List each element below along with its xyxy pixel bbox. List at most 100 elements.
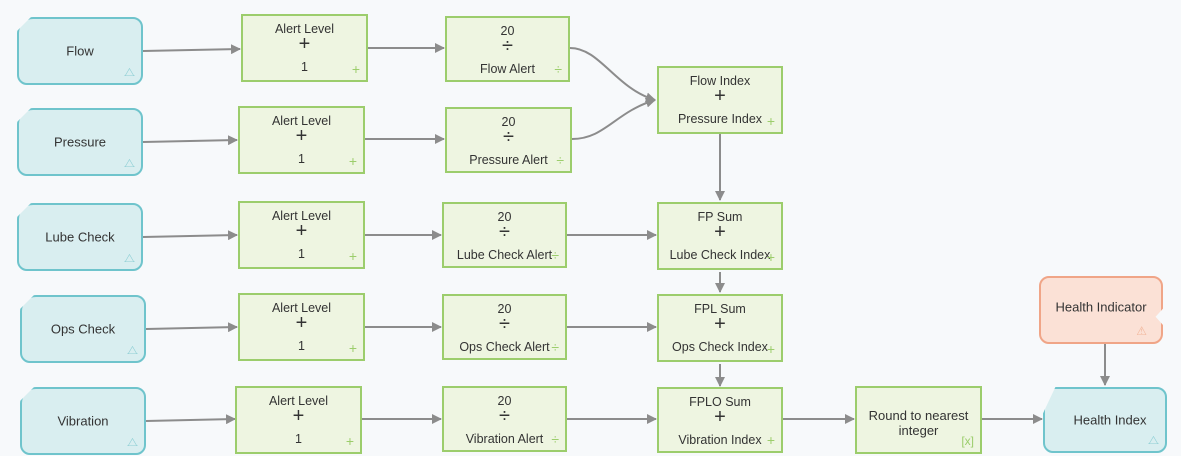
op-top-label: 20 — [501, 115, 516, 129]
divide-node[interactable]: 20 ÷ Ops Check Alert ÷ — [442, 294, 567, 360]
divide-symbol: ÷ — [499, 405, 510, 427]
input-node-ops-check[interactable]: Ops Check ⧍ — [20, 295, 146, 363]
divide-symbol: ÷ — [499, 313, 510, 335]
op-top-label: FP Sum — [697, 210, 743, 224]
op-bottom-label: Vibration Alert — [465, 432, 544, 446]
divide-symbol: ÷ — [503, 126, 514, 148]
op-top-label: 20 — [497, 210, 512, 224]
plus-symbol: + — [714, 85, 726, 107]
connector-ops-to-alert — [145, 322, 238, 333]
health-indicator-node[interactable]: Health Indicator ⚠ — [1039, 276, 1163, 344]
input-node-lube-check[interactable]: Lube Check ⧍ — [17, 203, 143, 271]
plus-icon: + — [766, 113, 775, 129]
input-node-label: Pressure — [53, 134, 107, 150]
op-top-label: Flow Index — [689, 74, 751, 88]
plus-symbol: + — [295, 125, 308, 147]
plus-symbol: + — [295, 220, 308, 242]
op-top-label: FPLO Sum — [689, 395, 751, 409]
op-bottom-label: Ops Check Index — [672, 340, 768, 354]
connector-pressure-to-alert — [142, 135, 238, 146]
op-top-label: Alert Level — [271, 301, 332, 315]
input-node-pressure[interactable]: Pressure ⧍ — [17, 108, 143, 176]
op-bottom-label: Flow Alert — [480, 62, 535, 76]
function-x-icon: [x] — [961, 434, 974, 448]
divide-node[interactable]: 20 ÷ Flow Alert ÷ — [445, 16, 570, 82]
connector-lube-to-alert — [142, 230, 238, 241]
round-node[interactable]: Round to nearest integer [x] — [855, 386, 982, 454]
op-top-label: 20 — [497, 302, 512, 316]
op-bottom-label: Vibration Index — [678, 433, 762, 447]
op-top-label: 20 — [497, 394, 512, 408]
plus-icon: + — [766, 432, 775, 448]
op-top-label: Alert Level — [268, 394, 329, 408]
plus-symbol: + — [714, 221, 726, 243]
plus-symbol: + — [295, 312, 308, 334]
divide-icon: ÷ — [556, 152, 564, 168]
input-chart-icon: ⧍ — [123, 65, 135, 79]
sum-node-fplo-sum[interactable]: FPLO Sum + Vibration Index + — [657, 387, 783, 453]
connector-flow-to-alert — [142, 44, 241, 55]
plus-symbol: + — [292, 405, 305, 427]
input-chart-icon: ⧍ — [123, 156, 135, 170]
connector-divide2-to-sum1 — [571, 97, 656, 140]
warning-icon: ⚠ — [1136, 324, 1147, 338]
health-index-node[interactable]: Health Index ⧍ — [1043, 387, 1167, 453]
plus-symbol: + — [714, 313, 726, 335]
plus-icon: + — [766, 341, 775, 357]
input-node-label: Flow — [66, 43, 94, 59]
plus-icon: + — [345, 433, 354, 449]
divide-icon: ÷ — [551, 431, 559, 447]
divide-symbol: ÷ — [502, 35, 513, 57]
sum-node-fp-sum[interactable]: FP Sum + Lube Check Index + — [657, 202, 783, 270]
divide-node[interactable]: 20 ÷ Pressure Alert ÷ — [445, 107, 572, 173]
connector-vibration-to-alert — [145, 414, 236, 425]
plus-icon: + — [351, 61, 360, 77]
sum-node-flow-index[interactable]: Flow Index + Pressure Index + — [657, 66, 783, 134]
round-node-label: Round to nearest integer — [868, 408, 969, 438]
alert-level-node[interactable]: Alert Level + 1 + — [238, 106, 365, 174]
op-bottom-label: Pressure Alert — [469, 153, 548, 167]
alert-level-node[interactable]: Alert Level + 1 + — [241, 14, 368, 82]
plus-icon: + — [766, 249, 775, 265]
op-top-label: Alert Level — [271, 114, 332, 128]
sum-node-fpl-sum[interactable]: FPL Sum + Ops Check Index + — [657, 294, 783, 362]
connector-divide1-to-sum1 — [569, 47, 656, 103]
op-bottom-label: Lube Check Index — [669, 248, 771, 262]
divide-node[interactable]: 20 ÷ Vibration Alert ÷ — [442, 386, 567, 452]
op-bottom-label: 1 — [298, 247, 305, 261]
input-node-label: Vibration — [57, 413, 109, 429]
input-node-flow[interactable]: Flow ⧍ — [17, 17, 143, 85]
plus-icon: + — [348, 248, 357, 264]
plus-icon: + — [348, 340, 357, 356]
op-bottom-label: 1 — [298, 339, 305, 353]
op-top-label: Alert Level — [274, 22, 335, 36]
divide-icon: ÷ — [551, 339, 559, 355]
health-indicator-label: Health Indicator — [1055, 299, 1147, 315]
input-node-vibration[interactable]: Vibration ⧍ — [20, 387, 146, 455]
op-top-label: Alert Level — [271, 209, 332, 223]
alert-level-node[interactable]: Alert Level + 1 + — [238, 293, 365, 361]
plus-icon: + — [348, 153, 357, 169]
plus-symbol: + — [714, 406, 726, 428]
input-node-label: Ops Check — [50, 321, 116, 337]
input-chart-icon: ⧍ — [123, 251, 135, 265]
input-chart-icon: ⧍ — [1147, 433, 1159, 447]
divide-symbol: ÷ — [499, 221, 510, 243]
op-top-label: FPL Sum — [694, 302, 746, 316]
input-chart-icon: ⧍ — [126, 343, 138, 357]
alert-level-node[interactable]: Alert Level + 1 + — [235, 386, 362, 454]
op-bottom-label: 1 — [295, 432, 302, 446]
op-top-label: 20 — [500, 24, 515, 38]
input-chart-icon: ⧍ — [126, 435, 138, 449]
plus-symbol: + — [298, 33, 311, 55]
health-index-label: Health Index — [1073, 412, 1147, 428]
op-bottom-label: Pressure Index — [677, 112, 763, 126]
alert-level-node[interactable]: Alert Level + 1 + — [238, 201, 365, 269]
divide-node[interactable]: 20 ÷ Lube Check Alert ÷ — [442, 202, 567, 268]
op-bottom-label: Ops Check Alert — [459, 340, 550, 354]
input-node-label: Lube Check — [45, 229, 115, 245]
op-bottom-label: 1 — [301, 60, 308, 74]
op-bottom-label: 1 — [298, 152, 305, 166]
